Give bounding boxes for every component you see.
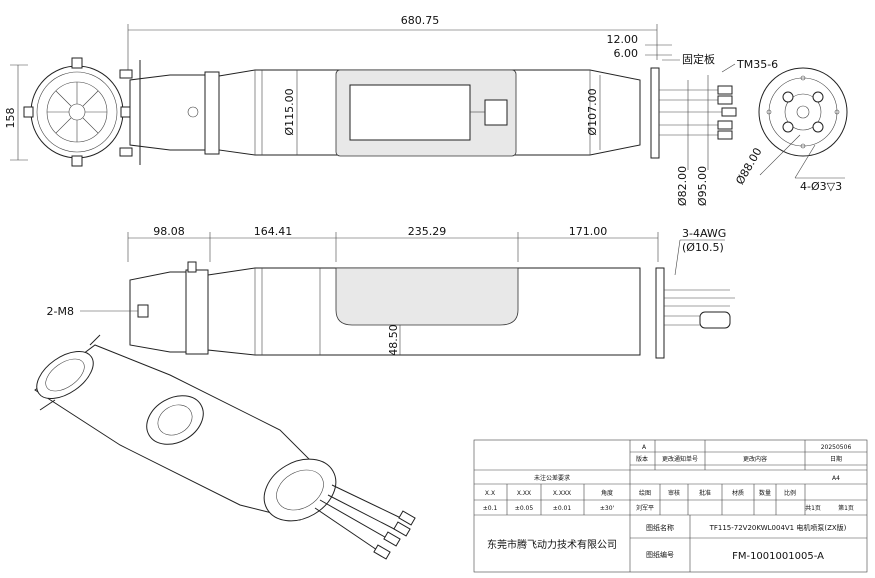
dia-115-label: Ø115.00 <box>283 88 296 135</box>
awg-label: 3-4AWG <box>682 227 726 240</box>
drawing-name-value: TF115-72V20KWL004V1 电机喷泵(ZX版) <box>709 523 847 532</box>
version-header: 版本 <box>636 455 648 463</box>
top-side-view: 680.75 Ø115.00 Ø107.00 12.00 6.00 固定板 <box>119 14 778 206</box>
seg4-label: 171.00 <box>569 225 608 238</box>
depth-label: 48.50 <box>387 324 400 356</box>
awg-dia-label: (Ø10.5) <box>682 241 724 254</box>
rev-header: A <box>642 444 647 451</box>
tol-h4: 角度 <box>601 489 613 497</box>
drawing-number-label: 图纸编号 <box>646 550 674 559</box>
holes-label: 4-Ø3▽3 <box>800 180 842 193</box>
left-end-view: 158 <box>4 57 131 167</box>
quantity-header: 数量 <box>759 489 771 497</box>
tolerance-title: 未注公差要求 <box>534 474 570 482</box>
size-a4: A4 <box>832 475 840 482</box>
drawing-number-value: FM-1001001005-A <box>732 551 824 562</box>
right-end-view: Ø88.00 4-Ø3▽3 <box>733 67 848 193</box>
material-header: 材质 <box>732 489 744 497</box>
approve-header: 批准 <box>699 489 711 497</box>
tol-h1: X.X <box>485 490 495 497</box>
title-block: A 20250506 版本 更改通知单号 更改内容 日期 未注公差要求 A4 X… <box>473 439 868 573</box>
tol-v1: ±0.1 <box>483 505 498 512</box>
tol-h2: X.XX <box>517 490 531 497</box>
terminal-label: TM35-6 <box>736 58 778 71</box>
tol-v2: ±0.05 <box>515 505 534 512</box>
dia-95-label: Ø95.00 <box>696 166 709 206</box>
plate-gap-6-label: 6.00 <box>614 47 639 60</box>
seg1-label: 98.08 <box>153 225 185 238</box>
dia-82-label: Ø82.00 <box>676 166 689 206</box>
dia-88-label: Ø88.00 <box>733 146 764 187</box>
overall-length-label: 680.75 <box>401 14 440 27</box>
date-value: 20250506 <box>821 444 852 451</box>
sheet-number: 第1页 <box>838 504 854 512</box>
seg2-label: 164.41 <box>254 225 293 238</box>
height-label: 158 <box>4 108 17 129</box>
tol-v4: ±30' <box>600 505 615 512</box>
change-content-header: 更改内容 <box>743 455 767 463</box>
date-header: 日期 <box>830 455 842 463</box>
company-name: 东莞市腾飞动力技术有限公司 <box>487 538 617 551</box>
sheets-total: 共1页 <box>805 504 821 512</box>
isometric-view <box>34 334 416 560</box>
dia-107-label: Ø107.00 <box>586 88 599 135</box>
draw-header: 绘图 <box>639 489 651 497</box>
plate-gap-12-label: 12.00 <box>607 33 639 46</box>
seg3-label: 235.29 <box>408 225 447 238</box>
review-header: 审核 <box>668 489 680 497</box>
drawing-name-label: 图纸名称 <box>646 523 674 532</box>
m8-label: 2-M8 <box>47 305 74 318</box>
tol-v3: ±0.01 <box>553 505 572 512</box>
change-notice-header: 更改通知单号 <box>662 455 698 463</box>
scale-header: 比例 <box>784 489 796 497</box>
bottom-side-view: 98.08 164.41 235.29 171.00 48.50 2-M8 3-… <box>47 225 735 359</box>
tol-h3: X.XXX <box>553 490 571 497</box>
drawer-name: 刘军平 <box>636 504 654 512</box>
fixed-plate-label: 固定板 <box>682 52 715 66</box>
